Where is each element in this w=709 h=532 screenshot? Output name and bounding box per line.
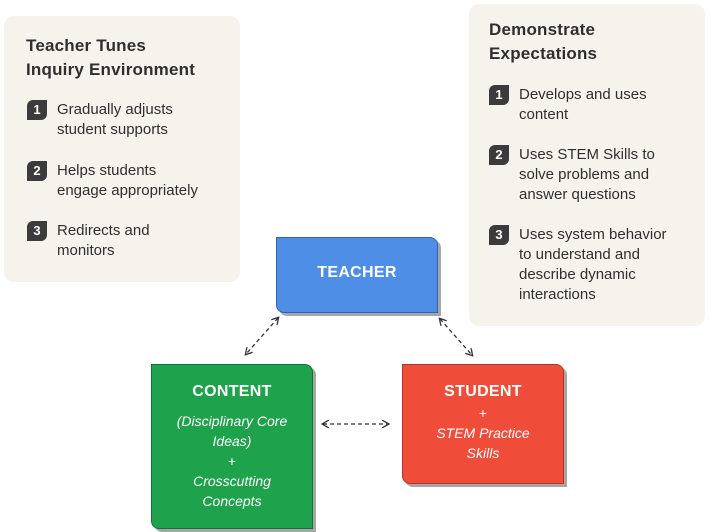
panel-title-line: Inquiry Environment	[26, 60, 196, 79]
content-box-line: Concepts	[202, 493, 262, 509]
content-box-line: Ideas)	[212, 433, 252, 449]
list-item-line: to understand and	[519, 246, 640, 263]
content-box-line: +	[227, 453, 237, 469]
content-box-line: Crosscutting	[193, 473, 271, 489]
list-item-line: engage appropriately	[57, 182, 198, 199]
teacher-box-title: TEACHER	[317, 264, 397, 281]
list-item-line: Develops and uses	[519, 86, 647, 103]
panel-title: Demonstrate Expectations	[489, 18, 597, 66]
list-item-text: Gradually adjusts student supports	[57, 100, 173, 140]
student-box-line: STEM Practice	[436, 425, 530, 441]
panel-title-line: Demonstrate	[489, 20, 596, 39]
number-badge: 1	[27, 100, 47, 120]
panel-title: Teacher Tunes Inquiry Environment	[26, 34, 195, 82]
number-badge: 2	[27, 161, 47, 181]
list-item-text: Uses STEM Skills to solve problems and a…	[519, 145, 655, 205]
content-box-line: (Disciplinary Core	[176, 413, 288, 429]
list-item-text: Helps students engage appropriately	[57, 161, 198, 201]
list-item-line: content	[519, 106, 569, 123]
list-item: 1 Gradually adjusts student supports	[27, 100, 173, 140]
list-item-line: Helps students	[57, 162, 157, 179]
list-item-line: describe dynamic	[519, 266, 636, 283]
student-box-title: STUDENT	[444, 383, 522, 400]
list-item-line: student supports	[57, 121, 168, 138]
list-item-line: answer questions	[519, 186, 636, 203]
panel-title-line: Expectations	[489, 44, 598, 63]
arrow-teacher-student	[440, 319, 472, 355]
list-item: 2 Uses STEM Skills to solve problems and…	[489, 145, 655, 205]
list-item-text: Redirects and monitors	[57, 221, 150, 261]
list-item-text: Uses system behavior to understand and d…	[519, 225, 667, 305]
list-item-line: monitors	[57, 242, 115, 259]
student-box-line: +	[478, 405, 488, 421]
arrow-teacher-content	[246, 318, 278, 354]
teacher-box: TEACHER	[276, 237, 438, 313]
list-item-line: Redirects and	[57, 222, 150, 239]
panel-title-line: Teacher Tunes	[26, 36, 147, 55]
list-item-line: Uses system behavior	[519, 226, 667, 243]
number-badge: 2	[489, 145, 509, 165]
demonstrate-expectations-panel: Demonstrate Expectations 1 Develops and …	[469, 4, 705, 326]
list-item-line: Uses STEM Skills to	[519, 146, 655, 163]
list-item-line: Gradually adjusts	[57, 101, 173, 118]
content-box: CONTENT (Disciplinary Core Ideas) + Cros…	[151, 364, 313, 529]
content-box-title: CONTENT	[192, 383, 272, 400]
number-badge: 3	[489, 225, 509, 245]
list-item: 3 Uses system behavior to understand and…	[489, 225, 667, 305]
student-box: STUDENT + STEM Practice Skills	[402, 364, 564, 484]
list-item-line: interactions	[519, 286, 596, 303]
list-item: 1 Develops and uses content	[489, 85, 647, 125]
list-item: 2 Helps students engage appropriately	[27, 161, 198, 201]
teacher-tunes-panel: Teacher Tunes Inquiry Environment 1 Grad…	[4, 16, 240, 282]
list-item-text: Develops and uses content	[519, 85, 647, 125]
student-box-line: Skills	[466, 445, 500, 461]
list-item-line: solve problems and	[519, 166, 650, 183]
number-badge: 1	[489, 85, 509, 105]
list-item: 3 Redirects and monitors	[27, 221, 150, 261]
number-badge: 3	[27, 221, 47, 241]
